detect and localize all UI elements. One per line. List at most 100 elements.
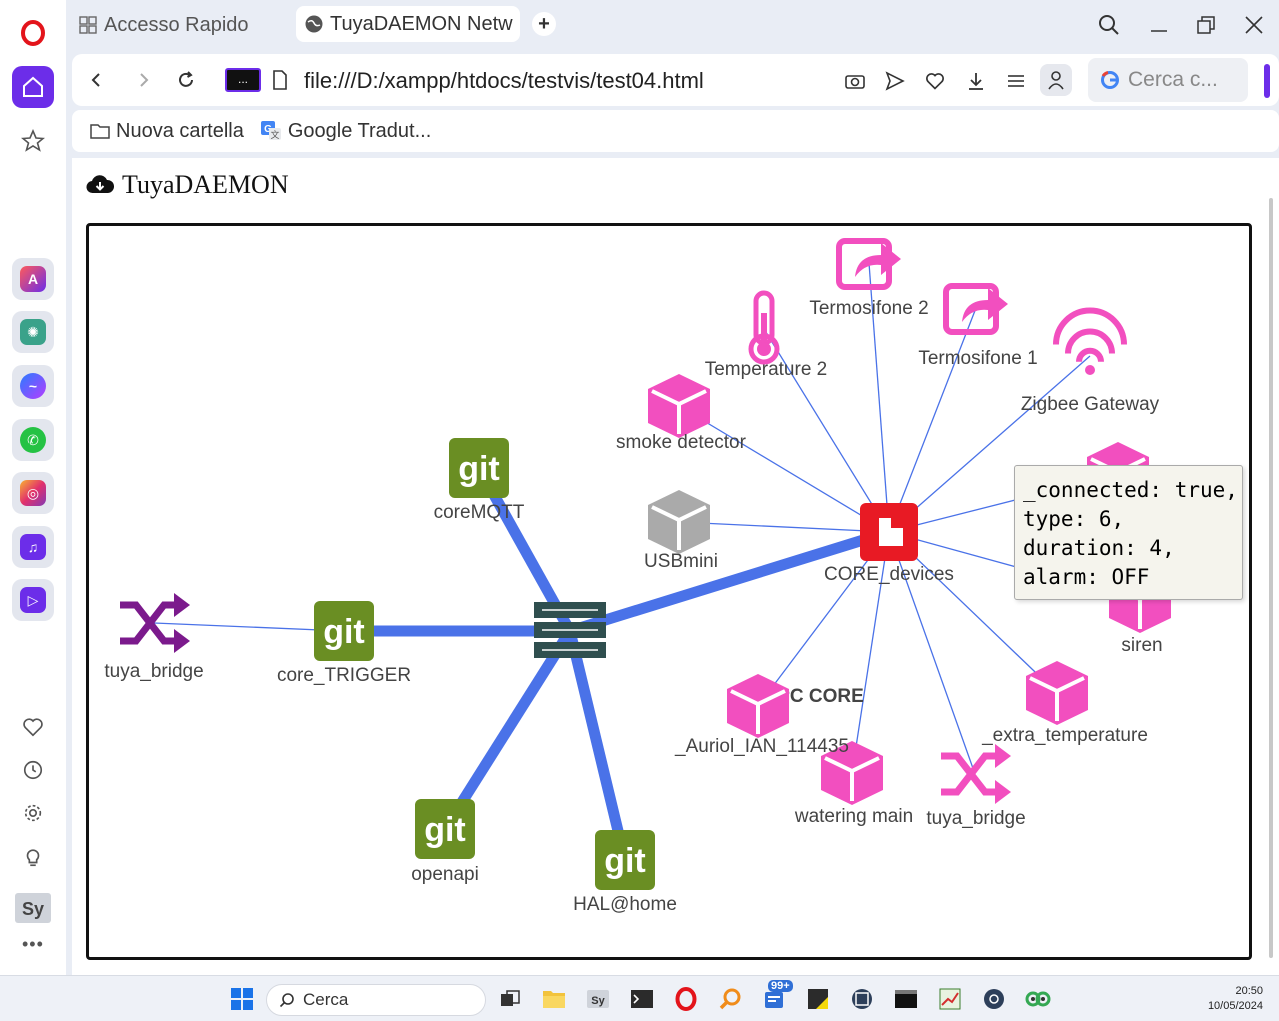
reload-icon[interactable] — [172, 66, 200, 94]
graph-node-smoke[interactable]: smoke detector — [616, 374, 747, 453]
graph-edge-coredevices-termo1[interactable] — [888, 307, 977, 533]
more-icon[interactable]: ••• — [22, 934, 44, 954]
git-icon: git — [415, 799, 475, 859]
graph-edge-coredevices-temp2[interactable] — [763, 328, 890, 533]
easy-setup-icon[interactable] — [1003, 68, 1029, 94]
player-app-icon[interactable]: ▷ — [12, 579, 54, 621]
tab-active[interactable]: TuyaDAEMON Netw — [296, 6, 520, 42]
graph-node-termo2[interactable]: Termosifone 2 — [809, 238, 929, 319]
cloud-download-icon — [86, 175, 114, 194]
node-label: openapi — [411, 864, 479, 885]
graph-node-zigbee[interactable]: Zigbee Gateway — [1021, 307, 1160, 416]
share-icon — [943, 283, 1008, 335]
windows-start-icon[interactable] — [228, 985, 256, 1013]
graph-edge-devpc-coredevices[interactable] — [568, 526, 891, 637]
lightbulb-icon[interactable] — [12, 836, 54, 878]
graph-node-usbmini[interactable]: USBmini — [644, 490, 718, 572]
graph-edge-coredevices-usbmini[interactable] — [678, 521, 890, 533]
tab-speed-dial[interactable]: Accesso Rapido — [78, 9, 249, 41]
graph-node-temp2[interactable]: Temperature 2 — [705, 290, 828, 380]
sticky-notes-icon[interactable] — [804, 985, 832, 1013]
whatsapp-app-icon[interactable]: ✆ — [12, 419, 54, 461]
taskbar-clock[interactable]: 20:50 10/05/2024 — [1208, 984, 1263, 1014]
sidebar-handle[interactable] — [1264, 64, 1270, 98]
restore-icon[interactable] — [1191, 10, 1221, 40]
graph-edge-coredevices-tuyabridge2[interactable] — [888, 531, 976, 775]
graph-node-termo1[interactable]: Termosifone 1 — [918, 283, 1038, 369]
bookmark-folder[interactable]: Nuova cartella — [90, 120, 244, 143]
app-sy-icon[interactable]: Sy — [584, 985, 612, 1013]
minimize-icon[interactable] — [1144, 10, 1174, 40]
bookmark-label: Google Tradut... — [287, 119, 432, 142]
graph-node-watering[interactable]: watering main — [794, 741, 913, 827]
send-icon[interactable] — [882, 68, 908, 94]
node-label: core_TRIGGER — [277, 665, 411, 686]
graph-edge-coredevices-watering[interactable] — [851, 531, 890, 774]
share-icon — [836, 238, 901, 290]
chatgpt-app-icon[interactable]: ✺ — [12, 311, 54, 353]
node-label: USBmini — [644, 551, 718, 572]
graph-edge-coretrigger-tuyabridge1[interactable] — [153, 622, 345, 632]
search-field[interactable]: Cerca c... — [1088, 58, 1248, 102]
new-tab-button[interactable]: + — [532, 12, 556, 36]
node-label: Temperature 2 — [705, 359, 828, 380]
node-label: HAL@home — [573, 894, 677, 915]
music-app-icon[interactable]: ♫ — [12, 526, 54, 568]
magnifier-app-icon[interactable] — [716, 985, 744, 1013]
back-icon[interactable] — [82, 66, 110, 94]
profile-icon[interactable] — [1040, 64, 1072, 96]
search-tabs-icon[interactable] — [1094, 10, 1124, 40]
terminal-icon[interactable] — [628, 985, 656, 1013]
node-label: watering main — [794, 806, 913, 827]
settings-gear-icon[interactable] — [12, 792, 54, 834]
graph-edge-coredevices-termo2[interactable] — [868, 262, 890, 533]
graph-edge-coredevices-smoke[interactable] — [678, 405, 890, 533]
taskbar-search[interactable]: Cerca — [266, 984, 486, 1016]
node-label: Zigbee Gateway — [1021, 394, 1160, 415]
heart-bookmark-icon[interactable] — [922, 68, 948, 94]
heart-icon[interactable] — [12, 706, 54, 748]
forward-icon[interactable] — [130, 66, 158, 94]
app-shortcut-icon[interactable]: Sy — [12, 888, 54, 930]
graph-edge-coredevices-extratemp[interactable] — [888, 531, 1058, 694]
extension-icon[interactable]: ... — [225, 68, 261, 92]
graph-edge-devpc-openapi[interactable] — [440, 628, 575, 832]
graph-node-tuyabridge2[interactable]: tuya_bridge — [926, 744, 1026, 829]
graph-edge-coredevices-zigbee[interactable] — [888, 355, 1091, 533]
messenger-app-icon[interactable]: ~ — [12, 365, 54, 407]
history-icon[interactable] — [12, 749, 54, 791]
tab-strip: Accesso Rapido TuyaDAEMON Netw + — [66, 0, 1279, 50]
scrollbar[interactable] — [1269, 198, 1273, 958]
opera-logo-icon[interactable] — [12, 12, 54, 54]
cmd-icon[interactable] — [892, 985, 920, 1013]
star-icon[interactable] — [12, 120, 54, 162]
close-icon[interactable] — [1239, 10, 1269, 40]
file-explorer-icon[interactable] — [540, 985, 568, 1013]
network-app2-icon[interactable] — [980, 985, 1008, 1013]
network-app-icon[interactable] — [848, 985, 876, 1013]
thermometer-icon — [748, 290, 780, 365]
instagram-app-icon[interactable]: ◎ — [12, 472, 54, 514]
graph-node-extratemp[interactable]: _extra_temperature — [981, 661, 1148, 746]
git-glyph: git — [458, 450, 500, 488]
url-field[interactable]: file:///D:/xampp/htdocs/testvis/test04.h… — [304, 68, 704, 93]
download-icon[interactable] — [963, 68, 989, 94]
aria-app-icon[interactable]: A — [12, 258, 54, 300]
opera-taskbar-icon[interactable] — [672, 985, 700, 1013]
camera-icon[interactable] — [842, 68, 868, 94]
tab-label: TuyaDAEMON Netw — [330, 12, 513, 35]
graph-edge-devpc-halhome[interactable] — [564, 629, 631, 862]
graph-node-openapi[interactable]: git openapi — [411, 799, 479, 885]
graph-node-auriol[interactable]: _Auriol_IAN_114435 — [674, 674, 849, 757]
graph-node-coredevices[interactable]: CORE_devices — [824, 503, 954, 585]
chart-app-icon[interactable] — [936, 985, 964, 1013]
owl-app-icon[interactable] — [1024, 985, 1052, 1013]
task-view-icon[interactable] — [496, 985, 524, 1013]
graph-node-tuyabridge1[interactable]: tuya_bridge — [104, 593, 204, 682]
home-icon[interactable] — [12, 66, 54, 108]
news-app-icon[interactable] — [760, 985, 788, 1013]
